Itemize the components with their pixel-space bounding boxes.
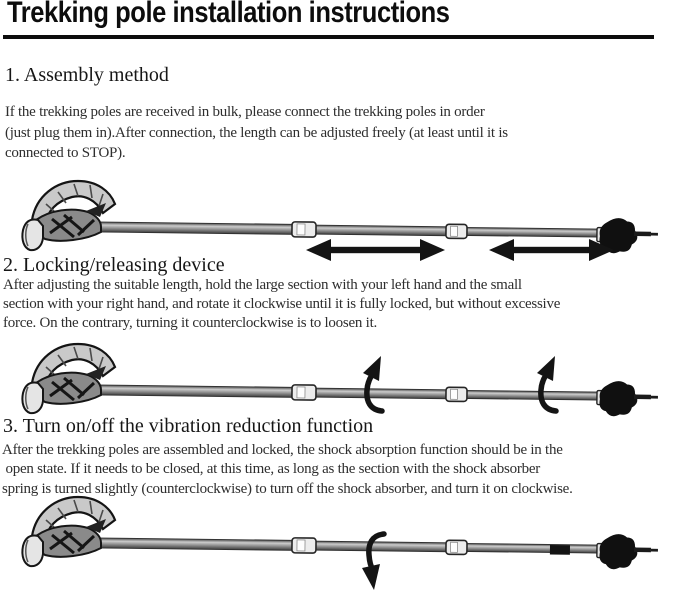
section-heading-assembly: 1. Assembly method xyxy=(5,64,169,86)
section-heading-vibration: 3. Turn on/off the vibration reduction f… xyxy=(3,415,374,437)
title-underline xyxy=(3,35,654,39)
rotate-counterclockwise-arrow-icon xyxy=(362,531,387,590)
pole-illustration-vibration xyxy=(20,495,660,590)
section-body-assembly: If the trekking poles are received in bu… xyxy=(5,104,508,161)
slide-arrow-icon xyxy=(489,239,614,261)
pole-illustration-assembly xyxy=(20,179,660,261)
section-body-vibration: After the trekking poles are assembled a… xyxy=(2,442,573,497)
section-heading-locking: 2. Locking/releasing device xyxy=(3,254,225,276)
slide-arrow-icon xyxy=(306,239,445,261)
rotate-arrow-icon xyxy=(363,356,382,411)
rotate-arrow-icon xyxy=(537,356,556,411)
page-title: Trekking pole installation instructions xyxy=(7,0,450,29)
section-body-locking: After adjusting the suitable length, hol… xyxy=(3,277,561,332)
shock-absorber-section xyxy=(549,544,571,555)
